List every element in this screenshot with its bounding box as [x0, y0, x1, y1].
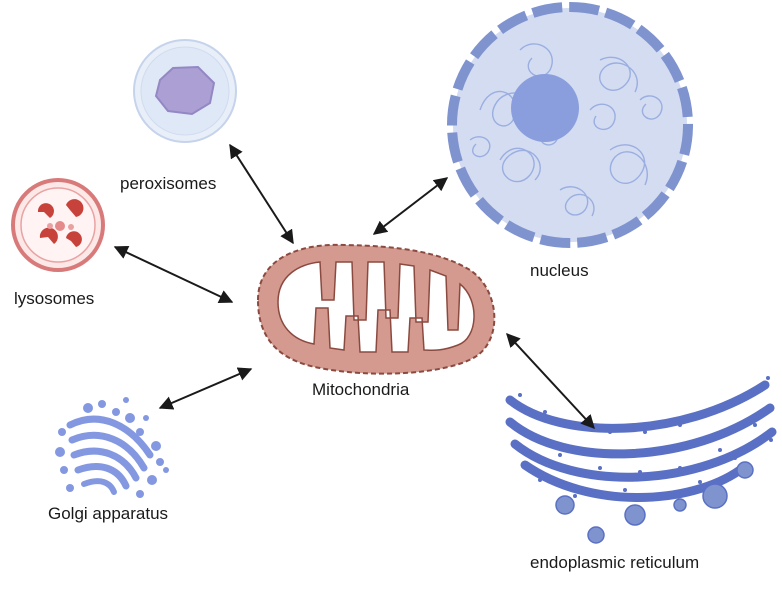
arrow-nucleus [372, 177, 449, 235]
nucleus-icon [447, 2, 693, 248]
label-peroxisomes: peroxisomes [120, 174, 217, 193]
mitochondria-icon [256, 243, 496, 375]
label-mitochondria: Mitochondria [312, 380, 410, 399]
label-golgi-apparatus: Golgi apparatus [48, 504, 169, 523]
connector-arrows [113, 143, 595, 430]
lysosome-icon [11, 178, 105, 272]
arrow-er [506, 332, 595, 430]
golgi-icon [55, 397, 169, 498]
arrow-golgi [158, 367, 253, 410]
peroxisome-icon [133, 39, 237, 143]
label-nucleus: nucleus [530, 261, 589, 280]
er-icon [505, 376, 777, 544]
label-lysosomes: lysosomes [14, 289, 95, 308]
label-endoplasmic-reticulum: endoplasmic reticulum [530, 553, 700, 572]
arrow-lysosomes [113, 246, 234, 303]
arrow-peroxisomes [229, 143, 294, 245]
